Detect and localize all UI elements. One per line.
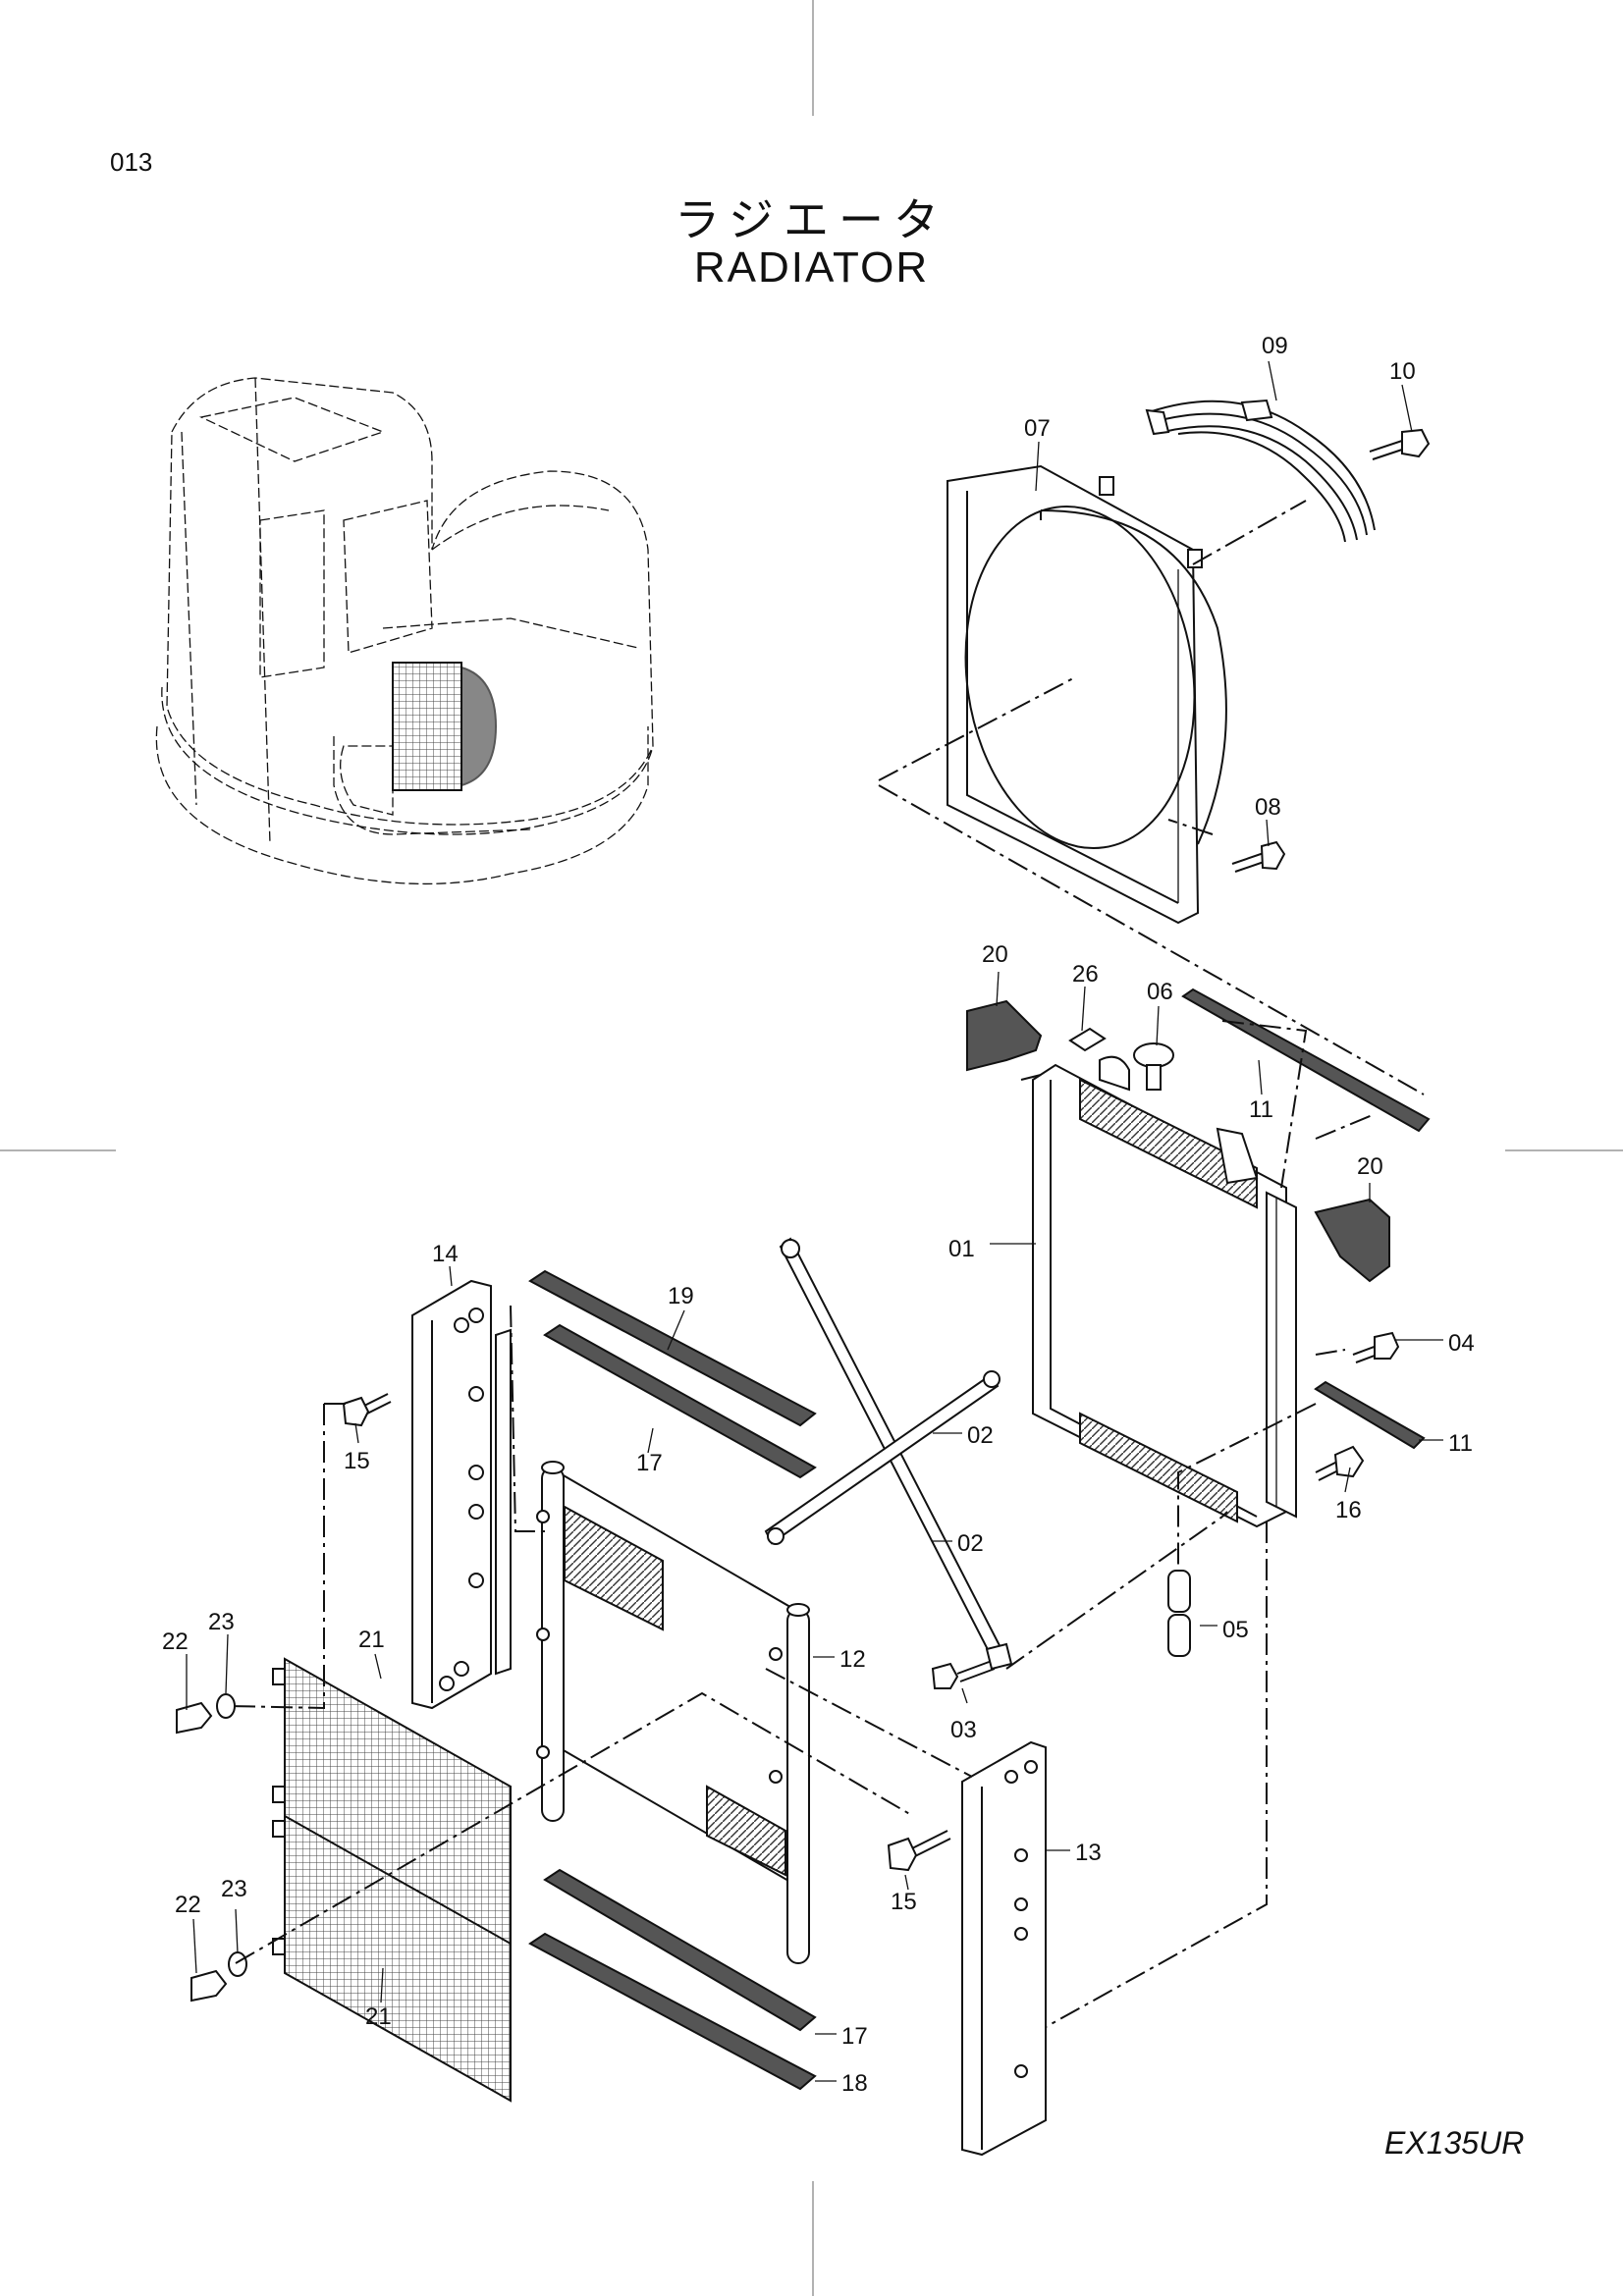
callout-21: 21 xyxy=(365,2003,392,2030)
page-number: 013 xyxy=(110,147,153,177)
callout-11: 11 xyxy=(1249,1096,1273,1123)
seal-strip-19 xyxy=(528,1269,817,1427)
callout-09: 09 xyxy=(1262,333,1288,359)
bolt-15 xyxy=(342,1393,951,1872)
callout-22: 22 xyxy=(162,1629,189,1655)
stay-02 xyxy=(764,1237,1008,1669)
fan-shroud-07 xyxy=(947,464,1227,925)
callout-17: 17 xyxy=(636,1450,663,1476)
callout-02: 02 xyxy=(967,1422,994,1449)
callout-10: 10 xyxy=(1389,358,1416,385)
callout-17: 17 xyxy=(841,2023,868,2050)
seal-block-20 xyxy=(966,999,1390,1283)
model-number: EX135UR xyxy=(1384,2125,1525,2161)
callout-16: 16 xyxy=(1335,1497,1362,1523)
callout-15: 15 xyxy=(344,1448,370,1474)
callout-02: 02 xyxy=(957,1530,984,1557)
callout-14: 14 xyxy=(432,1241,459,1267)
callout-26: 26 xyxy=(1072,961,1099,988)
bolt-08 xyxy=(1231,840,1286,873)
callout-07: 07 xyxy=(1024,415,1051,442)
washer-23 xyxy=(216,1693,247,1977)
seal-strip-17-lower xyxy=(543,1868,817,2032)
radiator-cap-06 xyxy=(1133,1042,1174,1091)
callout-21: 21 xyxy=(358,1627,385,1653)
callout-01: 01 xyxy=(948,1236,975,1262)
callout-04: 04 xyxy=(1448,1330,1475,1357)
callout-labels: 01 02 02 03 04 05 06 07 08 09 10 11 11 1… xyxy=(162,333,1475,2097)
bracket-13 xyxy=(961,1740,1047,2157)
radiator-location-highlight xyxy=(392,662,462,791)
callout-18: 18 xyxy=(841,2070,868,2097)
screen-21 xyxy=(272,1657,512,2103)
fan-guard-09 xyxy=(1145,399,1376,543)
bolt-04 xyxy=(1352,1331,1400,1363)
seal-strip-17-upper xyxy=(543,1323,817,1479)
leader-lines xyxy=(186,360,1443,2082)
callout-12: 12 xyxy=(839,1646,866,1673)
excavator-overview-illustration xyxy=(155,377,654,885)
bracket-14 xyxy=(411,1279,512,1710)
bolt-16 xyxy=(1315,1445,1365,1481)
callout-22: 22 xyxy=(175,1892,201,1918)
knob-22 xyxy=(176,1701,228,2002)
callout-19: 19 xyxy=(668,1283,694,1309)
callout-23: 23 xyxy=(208,1609,235,1635)
rubber-mount-05 xyxy=(1167,1570,1191,1657)
seal-strip-11 xyxy=(1181,988,1431,1450)
callout-23: 23 xyxy=(221,1876,247,1902)
oil-cooler-12 xyxy=(536,1461,810,1964)
callout-03: 03 xyxy=(950,1717,977,1743)
radiator-core-01 xyxy=(1032,1055,1297,1528)
callout-20: 20 xyxy=(1357,1153,1383,1180)
bolt-10 xyxy=(1369,428,1431,460)
callout-13: 13 xyxy=(1075,1840,1102,1866)
label-26 xyxy=(1068,1027,1107,1052)
callout-11: 11 xyxy=(1448,1430,1473,1457)
callout-05: 05 xyxy=(1222,1617,1249,1643)
title-english: RADIATOR xyxy=(693,243,930,292)
callout-15: 15 xyxy=(891,1889,917,1915)
callout-06: 06 xyxy=(1147,979,1173,1005)
callout-20: 20 xyxy=(982,941,1008,968)
title-japanese: ラジエータ xyxy=(674,193,949,246)
seal-strip-18 xyxy=(528,1932,817,2091)
callout-08: 08 xyxy=(1255,794,1281,821)
bolt-03 xyxy=(931,1642,1013,1689)
alignment-lines xyxy=(230,500,1425,2028)
